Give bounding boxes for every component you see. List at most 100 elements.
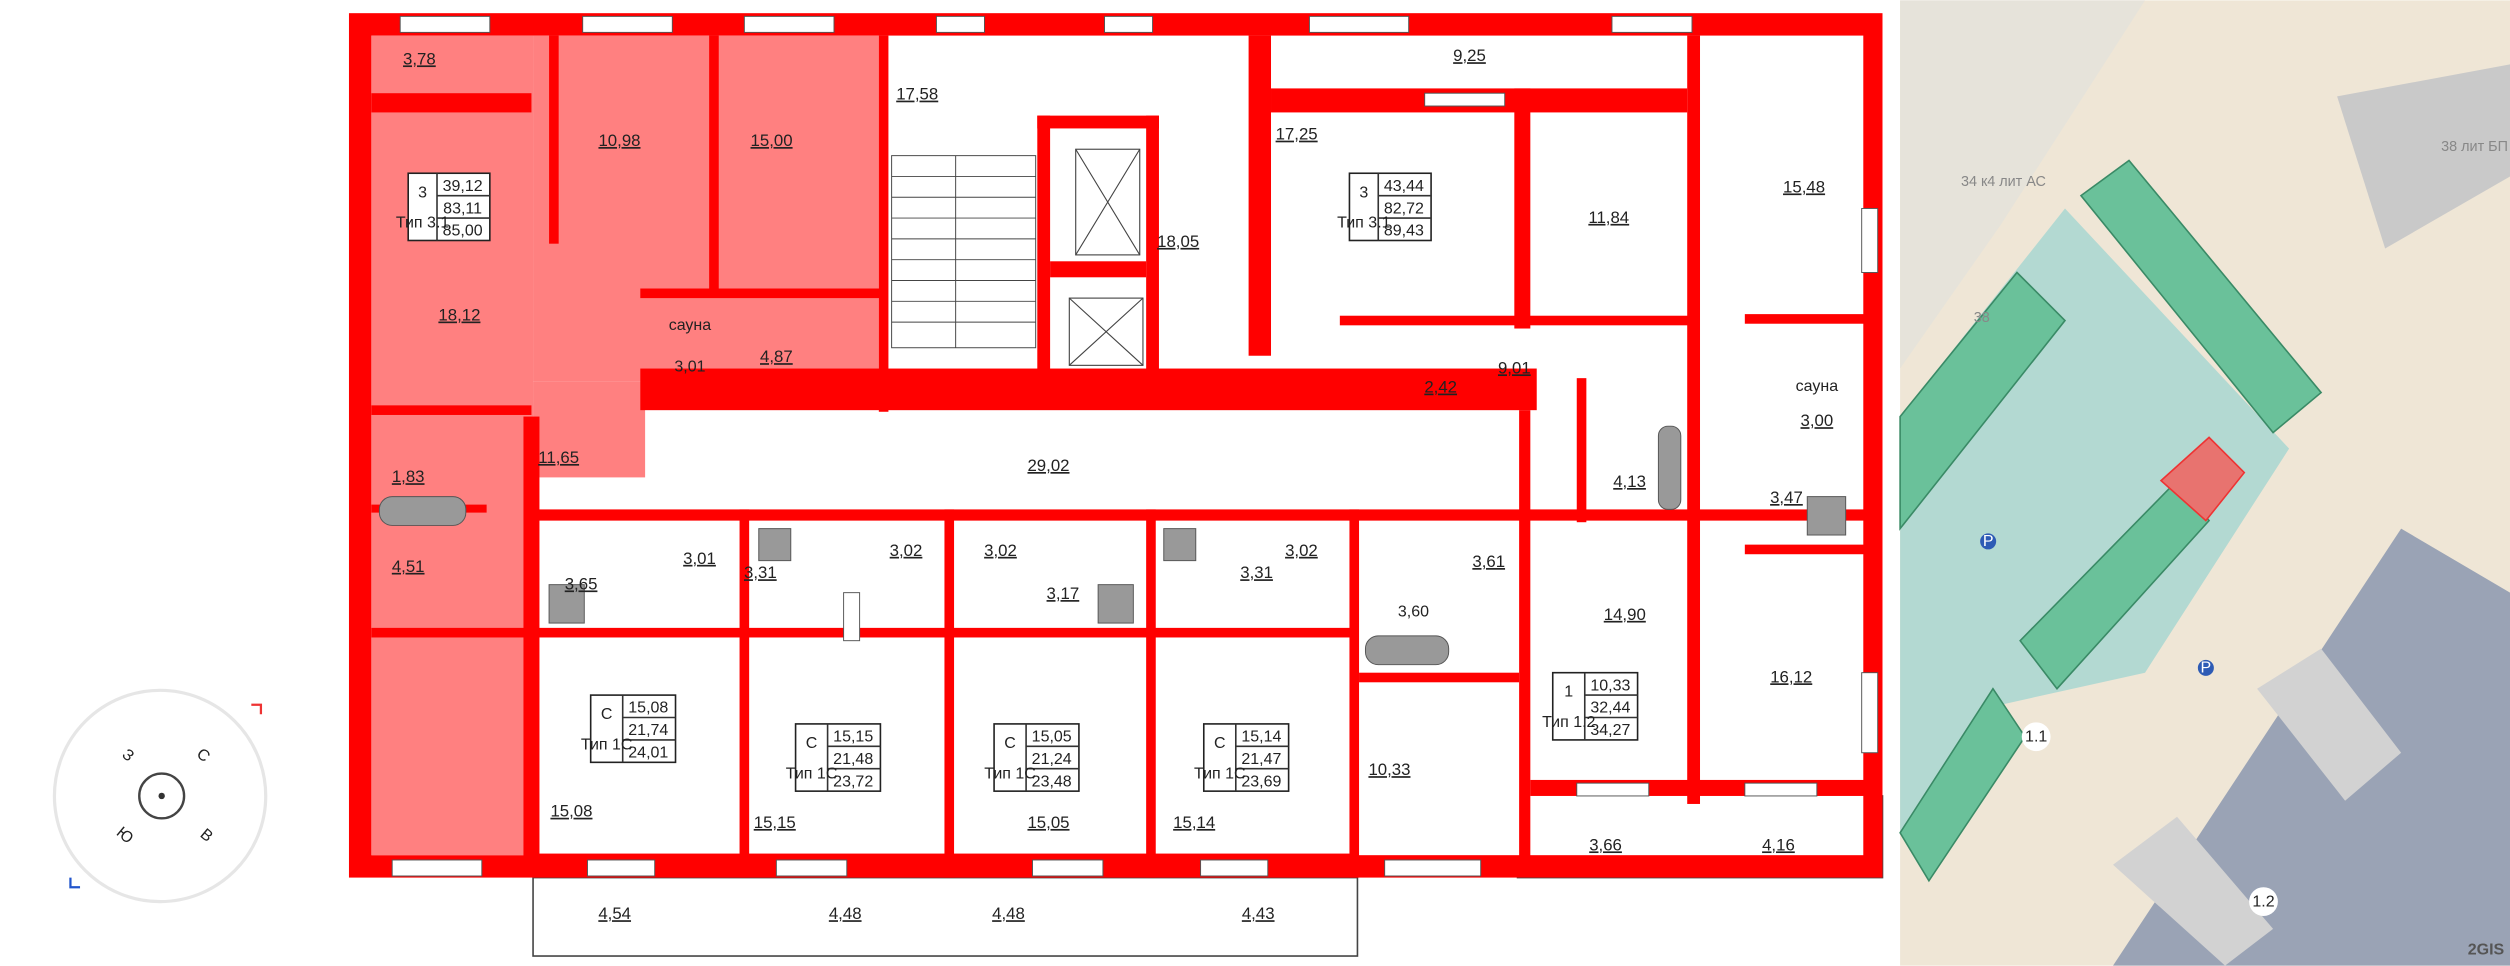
svg-text:15,08: 15,08	[628, 700, 668, 717]
apartment-info-box[interactable]: С Тип 1С 15,14 21,47 23,69	[1194, 723, 1290, 792]
room-area: 3,01	[683, 549, 716, 568]
room-area: 18,12	[438, 306, 480, 325]
svg-text:23,72: 23,72	[833, 773, 873, 790]
room-area-labels: 3,78 10,98 15,00 17,58 18,05 9,25 17,25 …	[392, 46, 1838, 923]
map-building	[2113, 816, 2274, 966]
apartment-info-box[interactable]: С Тип 1С 15,15 21,48 23,72	[786, 723, 882, 792]
svg-text:1: 1	[1564, 684, 1573, 701]
svg-text:23,69: 23,69	[1241, 773, 1281, 790]
sauna-label: сауна	[1796, 378, 1839, 395]
room-area: 15,08	[550, 802, 592, 821]
room-area: 9,01	[1498, 358, 1531, 377]
room-area: 1,83	[392, 467, 425, 486]
room-area: 3,02	[1285, 541, 1318, 560]
room-area: 3,66	[1589, 835, 1622, 854]
map-building	[2257, 648, 2402, 801]
parking-icon	[2197, 659, 2214, 676]
room-area: 11,65	[538, 448, 579, 467]
svg-text:Тип 1С: Тип 1С	[581, 737, 633, 754]
selected-building-highlight	[2159, 436, 2246, 522]
walls	[371, 35, 1878, 878]
room-area: 29,02	[1027, 456, 1069, 475]
svg-text:Тип 1.2: Тип 1.2	[1542, 714, 1595, 731]
room-area: 15,48	[1783, 177, 1825, 196]
apartment-selected[interactable]	[371, 35, 879, 856]
svg-text:21,74: 21,74	[628, 722, 668, 739]
room-area: 3,31	[1240, 563, 1273, 582]
apartment-info-box[interactable]: С Тип 1С 15,05 21,24 23,48	[984, 723, 1080, 792]
map-building	[2337, 64, 2510, 249]
room-area: 2,42	[1424, 378, 1457, 397]
floor-plan	[348, 13, 1884, 957]
room-area: 15,00	[751, 131, 793, 150]
svg-text:10,33: 10,33	[1590, 677, 1630, 694]
svg-text:P: P	[1983, 533, 1994, 550]
svg-text:43,44: 43,44	[1384, 178, 1424, 195]
apartment-info-box[interactable]: 3 Тип 3.1 43,44 82,72 89,43	[1337, 172, 1432, 242]
apartment-info-box[interactable]: С Тип 1С 15,08 21,74 24,01	[581, 694, 677, 764]
svg-text:24,01: 24,01	[628, 745, 668, 762]
apartment-info-box[interactable]: 3 Тип 3.1 39,12 83,11 85,00	[396, 172, 491, 242]
svg-text:С: С	[1214, 735, 1226, 752]
room-area: 4,87	[760, 347, 793, 366]
room-area: 3,65	[565, 574, 598, 593]
room-area: 18,05	[1157, 232, 1199, 251]
svg-text:34,27: 34,27	[1590, 722, 1630, 739]
room-area: 4,51	[392, 557, 425, 576]
svg-text:С: С	[601, 706, 613, 723]
map-label: 34 к4 лит АС	[1961, 174, 2046, 190]
svg-text:Тип 1С: Тип 1С	[1194, 765, 1246, 782]
room-area: 17,58	[896, 85, 938, 104]
svg-text:Тип 3.1: Тип 3.1	[396, 215, 449, 232]
map-building	[2019, 479, 2211, 690]
room-area: 14,90	[1604, 605, 1646, 624]
svg-text:3: 3	[418, 184, 427, 201]
map-label: 38 лит БП	[2441, 139, 2508, 155]
svg-text:21,24: 21,24	[1032, 751, 1072, 768]
room-area: 10,98	[598, 131, 640, 150]
room-area: 10,33	[1368, 760, 1410, 779]
sauna-label: сауна	[669, 317, 712, 334]
compass[interactable]: С З Ю В	[52, 688, 268, 904]
location-map[interactable]: 34 к4 лит АС 38 лит БП 38 P P 1.1 1.2 2G…	[1899, 0, 2510, 966]
svg-text:89,43: 89,43	[1384, 223, 1424, 240]
room-area: 3,47	[1770, 488, 1803, 507]
svg-text:15,15: 15,15	[833, 729, 873, 746]
room-area: 4,13	[1613, 472, 1646, 491]
room-area: 4,48	[992, 904, 1025, 923]
map-building	[1899, 271, 2067, 531]
room-area: 3,01	[674, 359, 705, 376]
svg-text:32,44: 32,44	[1590, 700, 1630, 717]
room-area: 17,25	[1276, 125, 1318, 144]
room-area: 15,15	[754, 813, 796, 832]
svg-text:С: С	[1004, 735, 1016, 752]
svg-text:15,14: 15,14	[1241, 729, 1281, 746]
map-attribution: 2GIS	[2468, 941, 2505, 958]
elevator	[1068, 148, 1144, 366]
staircase	[891, 155, 1037, 349]
map-marker	[2021, 722, 2051, 752]
svg-text:P: P	[2201, 660, 2212, 677]
svg-text:С: С	[806, 735, 818, 752]
compass-ring	[138, 772, 186, 820]
room-area: 3,61	[1472, 552, 1505, 571]
map-label: 38	[1974, 310, 1990, 326]
svg-text:23,48: 23,48	[1032, 773, 1072, 790]
room-area: 15,14	[1173, 813, 1215, 832]
parking-icon	[1980, 533, 1997, 550]
svg-text:85,00: 85,00	[443, 223, 483, 240]
map-marker-label: 1.1	[2025, 729, 2047, 746]
apartment-info-box[interactable]: 1 Тип 1.2 10,33 32,44 34,27	[1542, 671, 1639, 741]
svg-text:Тип 3.1: Тип 3.1	[1337, 215, 1390, 232]
balcony-strip	[532, 876, 1359, 957]
map-building	[2079, 159, 2323, 434]
room-area: 3,31	[744, 563, 777, 582]
svg-text:15,05: 15,05	[1032, 729, 1072, 746]
room-area: 16,12	[1770, 667, 1812, 686]
windows	[391, 15, 1879, 877]
svg-text:Тип 1С: Тип 1С	[984, 765, 1036, 782]
room-area: 4,54	[598, 904, 631, 923]
fixtures	[378, 425, 1847, 666]
room-area: 11,84	[1588, 208, 1629, 227]
